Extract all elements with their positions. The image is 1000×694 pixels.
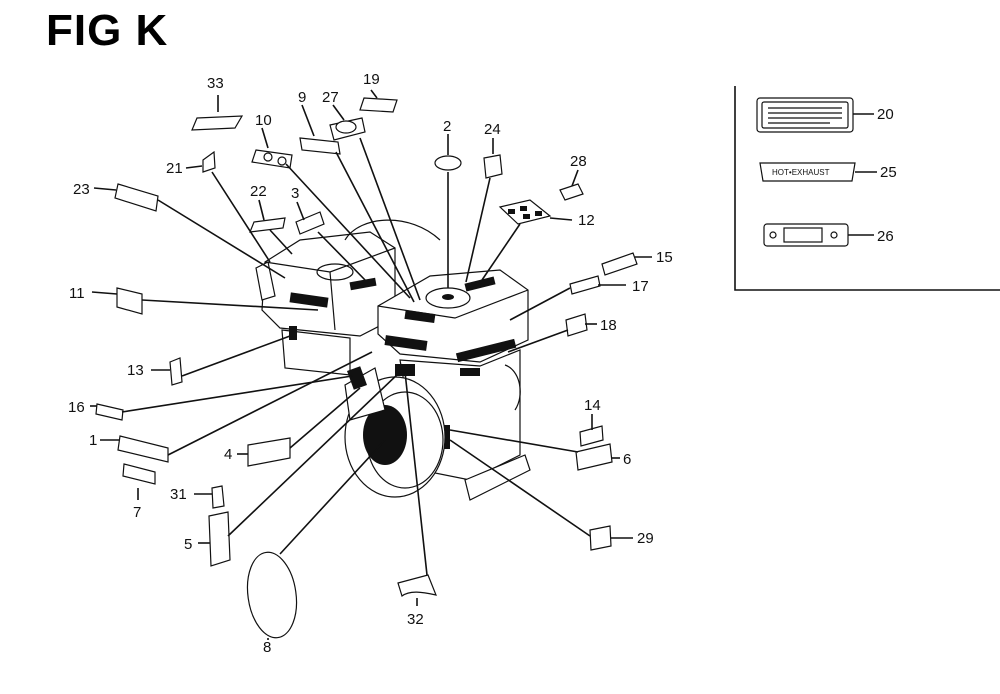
decal-25: HOT•EXHAUST [759, 162, 877, 182]
figure-title: FIG K [46, 6, 169, 55]
callout-4: 4 [224, 446, 232, 463]
callout-13: 13 [127, 362, 144, 379]
callout-5: 5 [184, 536, 192, 553]
callout-16: 16 [68, 399, 85, 416]
callout-15: 15 [656, 249, 673, 266]
callout-24: 24 [484, 121, 501, 138]
callout-31: 31 [170, 486, 187, 503]
callout-labels: 33 19 27 9 10 2 24 28 21 22 3 23 12 15 1… [68, 71, 897, 656]
callout-20: 20 [877, 106, 894, 123]
decal-26 [763, 223, 874, 247]
decal-20 [756, 97, 874, 133]
inset-frame [734, 86, 1000, 291]
callout-23: 23 [73, 181, 90, 198]
callout-28: 28 [570, 153, 587, 170]
callout-29: 29 [637, 530, 654, 547]
callout-7: 7 [133, 504, 141, 521]
callout-21: 21 [166, 160, 183, 177]
callout-10: 10 [255, 112, 272, 129]
callout-19: 19 [363, 71, 380, 88]
leader-lines [90, 89, 652, 640]
callout-33: 33 [207, 75, 224, 92]
callout-2: 2 [443, 118, 451, 135]
callout-14: 14 [584, 397, 601, 414]
callout-32: 32 [407, 611, 424, 628]
decal-shapes [95, 97, 437, 639]
callout-9: 9 [298, 89, 306, 106]
callout-17: 17 [632, 278, 649, 295]
callout-18: 18 [600, 317, 617, 334]
callout-6: 6 [623, 451, 631, 468]
callout-26: 26 [877, 228, 894, 245]
callout-8: 8 [263, 639, 271, 656]
callout-3: 3 [291, 185, 299, 202]
callout-12: 12 [578, 212, 595, 229]
callout-1: 1 [89, 432, 97, 449]
decal-shapes-right [434, 154, 638, 551]
callout-22: 22 [250, 183, 267, 200]
hot-exhaust-text: HOT•EXHAUST [772, 168, 830, 177]
callout-11: 11 [69, 285, 85, 302]
engine-left [255, 219, 441, 376]
callout-27: 27 [322, 89, 339, 106]
recoil-starter [344, 364, 446, 498]
callout-25: 25 [880, 164, 897, 181]
